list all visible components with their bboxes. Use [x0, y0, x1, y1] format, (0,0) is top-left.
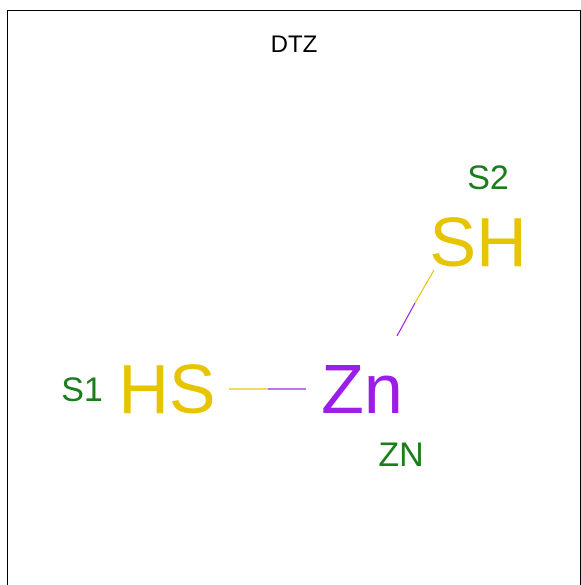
- atom-symbol-sh: SH: [429, 203, 526, 281]
- page-title: DTZ: [270, 31, 318, 58]
- atom-label-zn: ZN: [378, 436, 423, 474]
- atom-symbol-zn: Zn: [321, 350, 403, 428]
- atom-symbol-hs: HS: [118, 350, 215, 428]
- atom-label-s2: S2: [467, 159, 509, 197]
- atom-label-s1: S1: [61, 371, 103, 409]
- diagram-frame: DTZ: [7, 10, 581, 585]
- bond-zn-s2: [396, 269, 435, 337]
